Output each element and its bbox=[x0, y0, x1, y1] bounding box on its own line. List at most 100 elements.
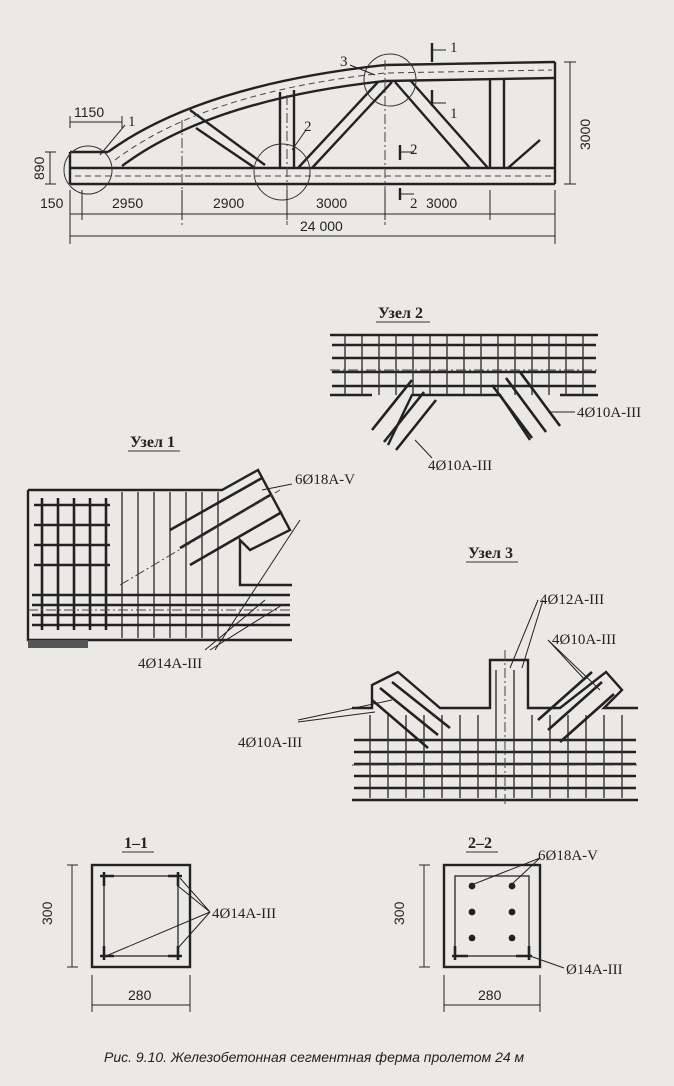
node-3-label-a: 4Ø12А-III bbox=[540, 592, 604, 608]
node-2-mark: 2 bbox=[304, 119, 312, 135]
section-2-2-leaders-top bbox=[473, 857, 541, 885]
node-2-leader-b bbox=[414, 439, 433, 459]
node-2-circle bbox=[253, 143, 311, 201]
node-1-title: Узел 1 bbox=[130, 434, 175, 451]
node-3-leader-c bbox=[297, 699, 393, 723]
section-1-arrows bbox=[432, 49, 446, 104]
node-3-circle bbox=[363, 53, 417, 107]
section-2-mark-top: 2 bbox=[410, 142, 418, 158]
node-1-label-bottom: 4Ø14А-III bbox=[138, 656, 202, 672]
section-1-mark-top: 1 bbox=[450, 40, 458, 56]
node-1-label-top: 6Ø18А-V bbox=[295, 472, 355, 488]
node-3-label-c: 4Ø10А-III bbox=[238, 735, 302, 751]
top-chord-outer bbox=[107, 60, 556, 153]
section-2-2-bars bbox=[468, 882, 516, 942]
node-3-leader-a bbox=[509, 599, 544, 669]
section-1-1: 1–1 4Ø14А-III 300 280 bbox=[39, 835, 276, 1012]
node-2-leader bbox=[291, 129, 307, 151]
node-1-detail: Узел 1 6Ø18А-V 4Ø14А-III bbox=[26, 434, 355, 672]
truss-elevation: 1 2 3 1 1 2 2 1150 890 150 2950 2900 300… bbox=[31, 40, 593, 244]
section-1-1-width-dim-line bbox=[91, 975, 191, 1012]
figure-caption: Рис. 9.10. Железобетонная сегментная фер… bbox=[104, 1049, 525, 1065]
dimension-lines bbox=[70, 213, 555, 237]
node-2-label-b: 4Ø10А-III bbox=[428, 458, 492, 474]
dim-2950: 2950 bbox=[112, 195, 143, 211]
node-3-long-bars bbox=[354, 738, 636, 790]
post-1 bbox=[278, 90, 296, 168]
section-1-1-title: 1–1 bbox=[124, 835, 148, 852]
section-2-2-height: 300 bbox=[391, 901, 407, 925]
node-3-left-diagonal-bars bbox=[371, 680, 451, 749]
node-1-leaders-bottom bbox=[204, 519, 301, 651]
node-1-top-chord-bars bbox=[169, 476, 283, 567]
node-3-stirrups bbox=[369, 670, 623, 798]
dim-890: 890 bbox=[31, 156, 47, 180]
node-3-mark: 3 bbox=[340, 54, 348, 70]
node-3-right-diagonal-bars bbox=[537, 671, 615, 743]
section-2-2-leader-bottom bbox=[529, 955, 565, 969]
section-1-1-leaders bbox=[105, 877, 211, 957]
dim-150: 150 bbox=[40, 195, 64, 211]
section-2-2-corner-bars bbox=[452, 946, 532, 960]
node-3-axes bbox=[352, 650, 638, 805]
dim-890-line bbox=[45, 151, 56, 185]
section-2-arrows bbox=[400, 151, 414, 195]
section-1-1-stirrup bbox=[103, 875, 179, 957]
node-2-detail: Узел 2 4Ø10А-III 4Ø10А-III bbox=[330, 305, 641, 474]
node-3-leader-b bbox=[547, 639, 601, 691]
section-2-2-width: 280 bbox=[478, 987, 502, 1003]
node-3-detail: Узел 3 4Ø12А-III 4Ø10А-III 4Ø10А-III bbox=[238, 545, 638, 805]
node-1-axes bbox=[28, 489, 292, 611]
section-1-1-label: 4Ø14А-III bbox=[212, 906, 276, 922]
dim-3000-b: 3000 bbox=[426, 195, 457, 211]
section-2-mark-bottom: 2 bbox=[410, 196, 418, 212]
node-3-leader bbox=[349, 64, 376, 76]
dim-3000-line bbox=[564, 61, 576, 185]
diagonal-2 bbox=[297, 81, 393, 169]
dim-total: 24 000 bbox=[300, 218, 343, 234]
section-1-1-width: 280 bbox=[128, 987, 152, 1003]
node-2-title: Узел 2 bbox=[378, 305, 423, 322]
node-2-left-diagonal-bars bbox=[370, 379, 438, 451]
section-2-2: 2–2 6Ø18А-V Ø14А-III 300 280 bbox=[391, 835, 623, 1012]
node-3-outline bbox=[352, 658, 638, 802]
node-1-circle bbox=[63, 145, 113, 195]
dim-2900: 2900 bbox=[213, 195, 244, 211]
section-1-mark-bottom: 1 bbox=[450, 106, 458, 122]
node-1-leader bbox=[99, 124, 126, 156]
top-axis bbox=[114, 69, 553, 161]
node-2-right-diagonal-bars bbox=[490, 371, 562, 439]
node-1-anchor-bars bbox=[40, 498, 108, 630]
node-1-leader-top bbox=[261, 483, 293, 491]
section-1-1-outline bbox=[90, 863, 192, 969]
section-2-2-height-dim-line bbox=[419, 864, 430, 968]
section-2-2-label-bottom: Ø14А-III bbox=[566, 962, 623, 978]
node-2-stirrups bbox=[344, 335, 584, 395]
bottom-chord bbox=[70, 166, 555, 186]
section-2-2-title: 2–2 bbox=[468, 835, 492, 852]
node-1-support-plate bbox=[28, 640, 88, 648]
node-1-mark: 1 bbox=[128, 114, 136, 130]
node-3-label-b: 4Ø10А-III bbox=[552, 632, 616, 648]
section-1-1-height-dim-line bbox=[67, 864, 78, 968]
dim-3000-a: 3000 bbox=[316, 195, 347, 211]
section-2-2-width-dim-line bbox=[443, 975, 541, 1012]
section-1-1-height: 300 bbox=[39, 901, 55, 925]
top-chord-inner bbox=[121, 76, 556, 167]
dim-1150-line bbox=[69, 116, 123, 128]
section-1-1-corner-bars bbox=[100, 872, 182, 960]
diagonal-stub bbox=[507, 139, 541, 169]
dim-1150: 1150 bbox=[74, 104, 104, 120]
section-2-2-stirrup bbox=[454, 875, 530, 957]
node-1-grid-bars bbox=[34, 503, 110, 567]
diagonal-3 bbox=[394, 79, 489, 169]
post-2 bbox=[488, 78, 506, 168]
section-2-2-outline bbox=[442, 863, 542, 969]
node-1-bottom-bars bbox=[32, 593, 290, 627]
dimension-ticks bbox=[69, 190, 556, 244]
node-3-title: Узел 3 bbox=[468, 545, 513, 562]
dim-height: 3000 bbox=[577, 119, 593, 150]
diagonal-1 bbox=[189, 109, 266, 169]
